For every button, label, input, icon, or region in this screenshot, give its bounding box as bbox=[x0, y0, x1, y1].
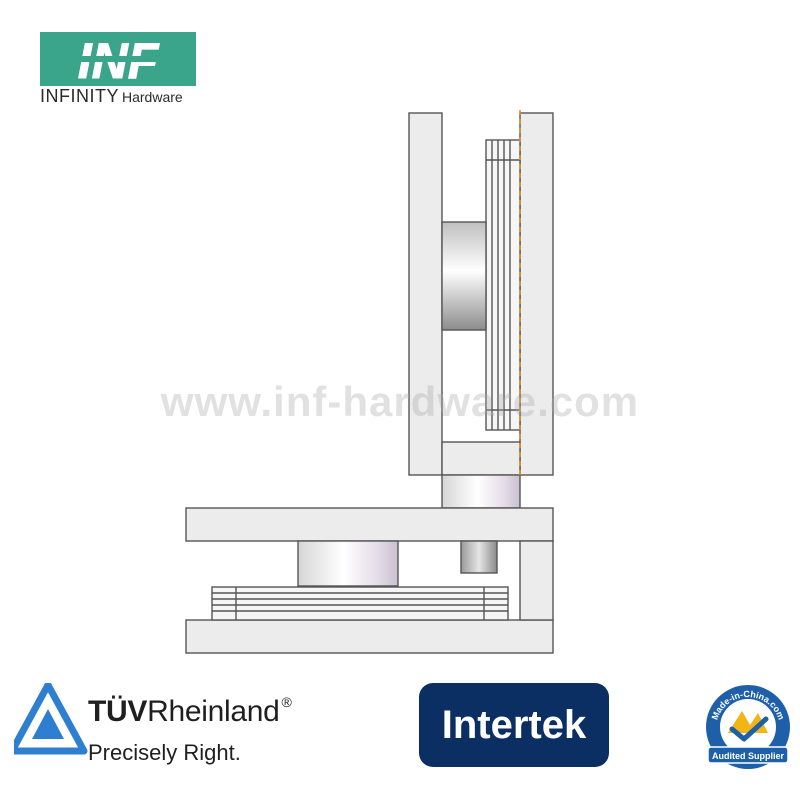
tuv-triangle-inner bbox=[32, 709, 64, 739]
tuv-registered-mark: ® bbox=[281, 694, 292, 710]
badge-ribbon-text: Audited Supplier bbox=[712, 751, 784, 761]
lower-clamp bbox=[185, 507, 554, 654]
intertek-logo: Intertek bbox=[419, 683, 609, 767]
watermark: www.inf-hardware.com bbox=[160, 378, 640, 425]
tuv-name-bold: TÜV bbox=[88, 695, 148, 728]
badge-ribbon bbox=[707, 746, 789, 764]
tuv-logo bbox=[14, 683, 88, 755]
inf-logo-mark: INF bbox=[44, 33, 190, 86]
tuv-triangle-icon bbox=[14, 683, 88, 755]
brand-name-main: INFINITY bbox=[40, 86, 119, 106]
audited-supplier-badge: Made-in-China.com Audited Supplier bbox=[706, 685, 790, 769]
brand-name-suffix: Hardware bbox=[122, 89, 183, 105]
tuv-slogan: Precisely Right. bbox=[88, 740, 241, 765]
inf-logo: INF bbox=[40, 32, 196, 86]
upper-clamp bbox=[408, 112, 554, 509]
check-icon bbox=[729, 716, 769, 742]
tuv-wordmark: TÜVRheinland® bbox=[88, 694, 292, 729]
tuv-name-rest: Rheinland bbox=[147, 695, 280, 728]
